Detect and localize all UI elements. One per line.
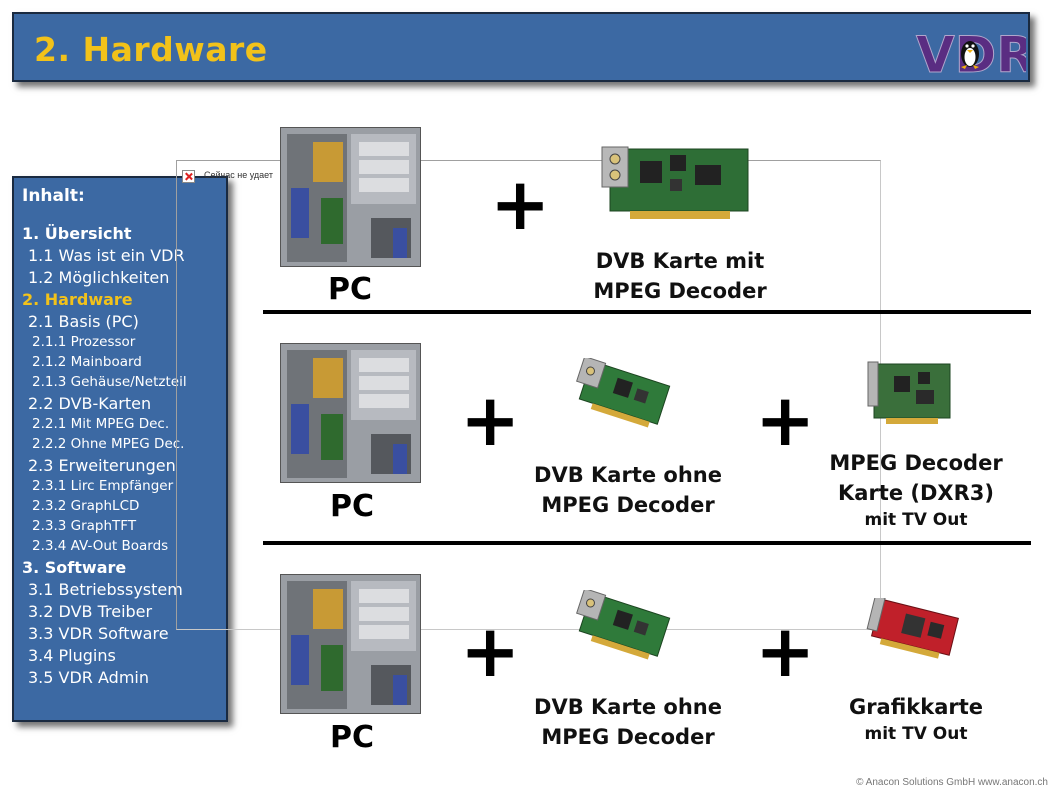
toc-item[interactable]: 2.3.2 GraphLCD bbox=[32, 498, 140, 514]
pc-interior-icon bbox=[281, 344, 420, 482]
row-separator bbox=[263, 541, 1031, 545]
toc-item[interactable]: 2.3.1 Lirc Empfänger bbox=[32, 478, 174, 494]
card-label-subline: mit TV Out bbox=[864, 724, 968, 744]
toc-item[interactable]: 3.3 VDR Software bbox=[28, 624, 169, 643]
toc-item[interactable]: 2.2 DVB-Karten bbox=[28, 394, 152, 413]
toc-item[interactable]: 2.2.1 Mit MPEG Dec. bbox=[32, 416, 170, 432]
pc-label: PC bbox=[330, 720, 375, 755]
toc-list: 1. Übersicht 1.1 Was ist ein VDR 1.2 Mögli… bbox=[22, 224, 227, 690]
card-label-line: MPEG Decoder bbox=[829, 451, 1003, 475]
pc-interior-icon bbox=[281, 575, 420, 713]
card-label-line: MPEG Decoder bbox=[541, 493, 715, 517]
card-label-dxr3: MPEG Decoder Karte (DXR3) mit TV Out bbox=[796, 448, 1036, 532]
card-label-graphics: Grafikkarte mit TV Out bbox=[796, 692, 1036, 746]
card-label-line: Grafikkarte bbox=[848, 695, 984, 719]
plus-sign: + bbox=[755, 609, 816, 693]
toc-item[interactable]: 2.3.4 AV-Out Boards bbox=[32, 538, 169, 554]
toc-item[interactable]: 1.2 Möglichkeiten bbox=[28, 268, 170, 287]
broken-image-icon bbox=[182, 170, 195, 183]
dvb-card-budget-image bbox=[576, 358, 671, 428]
toc-item[interactable]: 2.1.1 Prozessor bbox=[32, 334, 136, 350]
toc-item[interactable]: 3. Software bbox=[22, 558, 127, 577]
pc-label: PC bbox=[330, 489, 375, 524]
row-separator bbox=[263, 310, 1031, 314]
card-label-dvb-budget: DVB Karte ohne MPEG Decoder bbox=[508, 460, 748, 520]
toc-item[interactable]: 3.5 VDR Admin bbox=[28, 668, 149, 687]
toc-item[interactable]: 3.4 Plugins bbox=[28, 646, 116, 665]
toc-item[interactable]: 1.1 Was ist ein VDR bbox=[28, 246, 185, 265]
dvb-card-mpeg-image bbox=[601, 146, 749, 219]
toc-item[interactable]: 3.2 DVB Treiber bbox=[28, 602, 153, 621]
dvb-card-budget-image bbox=[576, 590, 671, 660]
pc-tower-image bbox=[280, 127, 421, 267]
card-label-subline: mit TV Out bbox=[864, 510, 968, 530]
card-label-dvb-budget: DVB Karte ohne MPEG Decoder bbox=[508, 692, 748, 752]
toc-item[interactable]: 2.2.2 Ohne MPEG Dec. bbox=[32, 436, 185, 452]
card-label-line: MPEG Decoder bbox=[541, 725, 715, 749]
plus-sign: + bbox=[755, 378, 816, 462]
plus-sign: + bbox=[490, 162, 551, 246]
card-label-line: DVB Karte mit bbox=[595, 249, 765, 273]
graphics-card-image bbox=[866, 598, 959, 659]
card-label-line: MPEG Decoder bbox=[593, 279, 767, 303]
copyright-footer: © Anacon Solutions GmbH www.anacon.ch bbox=[856, 777, 1048, 788]
plus-sign: + bbox=[460, 609, 521, 693]
toc-item[interactable]: 3.1 Betriebssystem bbox=[28, 580, 183, 599]
pc-tower-image bbox=[280, 574, 421, 714]
toc-heading: Inhalt: bbox=[22, 186, 85, 206]
card-label-dvb-mpeg: DVB Karte mit MPEG Decoder bbox=[560, 246, 800, 306]
toc-item[interactable]: 2.1.2 Mainboard bbox=[32, 354, 142, 370]
card-label-line: DVB Karte ohne bbox=[534, 695, 722, 719]
dxr3-card-image bbox=[867, 361, 951, 424]
pc-tower-image bbox=[280, 343, 421, 483]
card-label-line: Karte (DXR3) bbox=[838, 481, 994, 505]
toc-item[interactable]: 2. Hardware bbox=[22, 290, 133, 309]
page-title: 2. Hardware bbox=[34, 30, 268, 69]
pc-label: PC bbox=[328, 272, 373, 307]
vdr-logo: VDR bbox=[916, 26, 1027, 81]
tux-icon bbox=[961, 41, 979, 69]
toc-item[interactable]: 2.1 Basis (PC) bbox=[28, 312, 139, 331]
toc-item[interactable]: 2.3.3 GraphTFT bbox=[32, 518, 137, 534]
toc-item[interactable]: 2.3 Erweiterungen bbox=[28, 456, 176, 475]
toc-item[interactable]: 1. Übersicht bbox=[22, 224, 132, 243]
pc-interior-icon bbox=[281, 128, 420, 266]
broken-image-alt-text: Сейчас не удает bbox=[204, 170, 273, 180]
card-label-line: DVB Karte ohne bbox=[534, 463, 722, 487]
header-bar: 2. Hardware VDR bbox=[12, 12, 1030, 82]
plus-sign: + bbox=[460, 378, 521, 462]
toc-item[interactable]: 2.1.3 Gehäuse/Netzteil bbox=[32, 374, 187, 390]
